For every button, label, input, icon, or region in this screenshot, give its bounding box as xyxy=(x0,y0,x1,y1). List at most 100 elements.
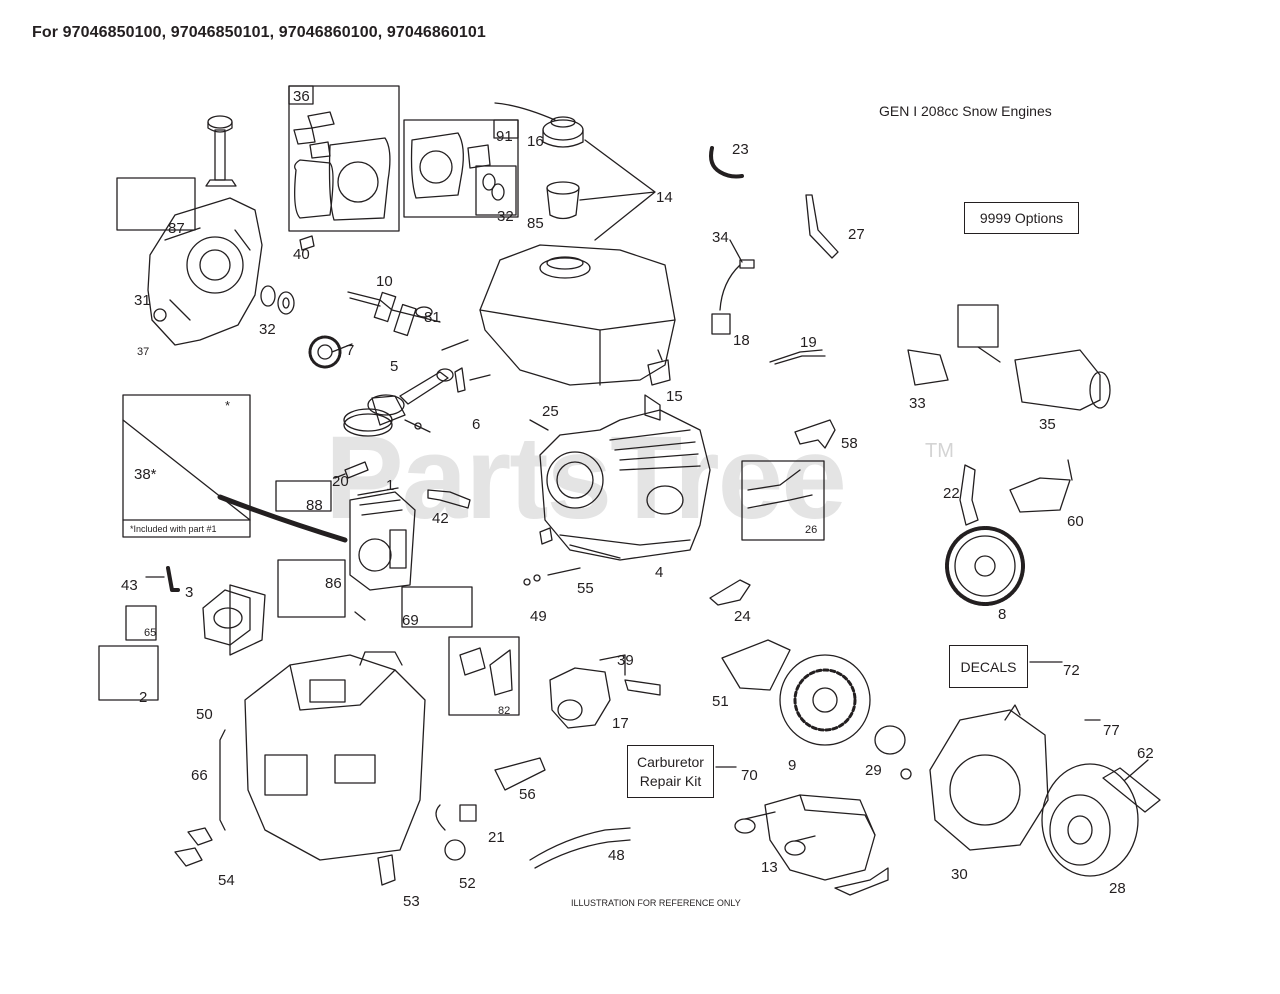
callout-87[interactable]: 87 xyxy=(168,220,185,237)
callout-88[interactable]: 88 xyxy=(306,497,323,514)
carburetor-repair-kit-box[interactable]: Carburetor Repair Kit xyxy=(627,745,714,798)
diagram-subtitle: GEN I 208cc Snow Engines xyxy=(879,103,1052,119)
callout-51[interactable]: 51 xyxy=(712,693,729,710)
callout-10[interactable]: 10 xyxy=(376,273,393,290)
callout-24[interactable]: 24 xyxy=(734,608,751,625)
part-22 xyxy=(959,464,979,526)
lines-6 xyxy=(441,339,491,381)
part-25-nut xyxy=(539,527,553,545)
callout-18[interactable]: 18 xyxy=(733,332,750,349)
callout-23[interactable]: 23 xyxy=(732,141,749,158)
carb-label-line1: Carburetor xyxy=(637,753,704,770)
callout-82[interactable]: 82 xyxy=(498,705,511,717)
callout-33[interactable]: 33 xyxy=(909,395,926,412)
callout-53[interactable]: 53 xyxy=(403,893,420,910)
callout-14[interactable]: 14 xyxy=(656,189,673,206)
callout-42[interactable]: 42 xyxy=(432,510,449,527)
kit-box-82 xyxy=(448,636,520,716)
callout-58[interactable]: 58 xyxy=(841,435,858,452)
callout-8[interactable]: 8 xyxy=(998,606,1007,623)
gasket-set-91 xyxy=(410,132,505,201)
inset-note: *Included with part #1 xyxy=(130,524,217,534)
callout-4[interactable]: 4 xyxy=(655,564,664,581)
callout-21[interactable]: 21 xyxy=(488,829,505,846)
blower-housing-50 xyxy=(244,651,426,861)
callout-66[interactable]: 66 xyxy=(191,767,208,784)
callout-31[interactable]: 31 xyxy=(134,292,151,309)
callout-5[interactable]: 5 xyxy=(390,358,399,375)
callout-69[interactable]: 69 xyxy=(402,612,419,629)
callout-60[interactable]: 60 xyxy=(1067,513,1084,530)
callout-30[interactable]: 30 xyxy=(951,866,968,883)
callout-6[interactable]: 6 xyxy=(472,416,481,433)
callout-32[interactable]: 32 xyxy=(259,321,276,338)
callout-62[interactable]: 62 xyxy=(1137,745,1154,762)
callout-22[interactable]: 22 xyxy=(943,485,960,502)
kit-box-36-tab xyxy=(288,85,314,105)
callout-49[interactable]: 49 xyxy=(530,608,547,625)
callout-25[interactable]: 25 xyxy=(542,403,559,420)
callout-13[interactable]: 13 xyxy=(761,859,778,876)
page-title: For 97046850100, 97046850101, 9704686010… xyxy=(32,24,486,41)
callout-52[interactable]: 52 xyxy=(459,875,476,892)
bearing-32 xyxy=(260,285,295,315)
callout-38-star[interactable]: 38* xyxy=(134,466,157,483)
callout-3[interactable]: 3 xyxy=(185,584,194,601)
callout-27[interactable]: 27 xyxy=(848,226,865,243)
primer-52 xyxy=(435,804,466,861)
callout-17[interactable]: 17 xyxy=(612,715,629,732)
callout-56[interactable]: 56 xyxy=(519,786,536,803)
kit-box-86 xyxy=(277,559,346,618)
callout-1[interactable]: 1 xyxy=(386,477,395,494)
callout-39[interactable]: 39 xyxy=(617,652,634,669)
clips-54 xyxy=(174,827,213,867)
callout-32[interactable]: 32 xyxy=(497,208,514,225)
callout-77[interactable]: 77 xyxy=(1103,722,1120,739)
callout-2[interactable]: 2 xyxy=(139,689,148,706)
callout-9[interactable]: 9 xyxy=(788,757,797,774)
callout-36[interactable]: 36 xyxy=(293,88,310,105)
callout-40[interactable]: 40 xyxy=(293,246,310,263)
callout-34[interactable]: 34 xyxy=(712,229,729,246)
switch-21 xyxy=(459,804,477,822)
decals-box[interactable]: DECALS xyxy=(949,645,1028,688)
cylinder-head-1 xyxy=(349,487,416,591)
callout-72[interactable]: 72 xyxy=(1063,662,1080,679)
crankshaft-10 xyxy=(347,291,441,337)
callout-48[interactable]: 48 xyxy=(608,847,625,864)
callout-35[interactable]: 35 xyxy=(1039,416,1056,433)
callout-20[interactable]: 20 xyxy=(332,473,349,490)
callout-29[interactable]: 29 xyxy=(865,762,882,779)
bracket-56 xyxy=(494,757,546,791)
callout-16[interactable]: 16 xyxy=(527,133,544,150)
callout-91[interactable]: 91 xyxy=(496,128,513,145)
callout-50[interactable]: 50 xyxy=(196,706,213,723)
callout-15[interactable]: 15 xyxy=(666,388,683,405)
sensor-18 xyxy=(711,259,755,335)
callout-19[interactable]: 19 xyxy=(800,334,817,351)
callout-55[interactable]: 55 xyxy=(577,580,594,597)
callout-37[interactable]: 37 xyxy=(137,346,150,358)
callout-85[interactable]: 85 xyxy=(527,215,544,232)
recoil-shroud-30 xyxy=(929,704,1049,851)
rod-bolt-6 xyxy=(454,367,466,393)
callout-7[interactable]: 7 xyxy=(346,342,355,359)
cam-gear-7 xyxy=(308,335,353,369)
harness-48 xyxy=(529,827,631,869)
engine-block-4 xyxy=(539,394,711,561)
options-box[interactable]: 9999 Options xyxy=(964,202,1079,234)
callout-54[interactable]: 54 xyxy=(218,872,235,889)
footer-note: ILLUSTRATION FOR REFERENCE ONLY xyxy=(571,898,741,908)
callout-43[interactable]: 43 xyxy=(121,577,138,594)
callout-65[interactable]: 65 xyxy=(144,627,157,639)
kit-box-26 xyxy=(741,460,825,541)
callout-28[interactable]: 28 xyxy=(1109,880,1126,897)
callout-70[interactable]: 70 xyxy=(741,767,758,784)
bracket-24 xyxy=(709,579,751,606)
kit-box-65 xyxy=(125,605,157,641)
callout-26[interactable]: 26 xyxy=(805,524,818,536)
callout-86[interactable]: 86 xyxy=(325,575,342,592)
callout-81[interactable]: 81 xyxy=(424,309,441,326)
washer-49 xyxy=(533,574,541,582)
